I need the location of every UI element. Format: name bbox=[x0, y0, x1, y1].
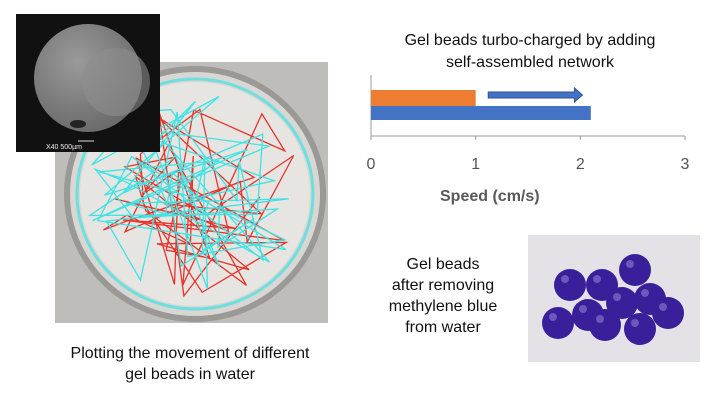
x-tick-label: 0 bbox=[367, 156, 376, 173]
chart-title-line: Gel beads turbo-charged by adding bbox=[404, 32, 656, 49]
left-caption: Plotting the movement of different gel b… bbox=[30, 343, 350, 385]
speed-increase-arrow bbox=[487, 86, 584, 104]
gel-bead bbox=[589, 309, 621, 341]
right-caption-line: after removing bbox=[391, 277, 495, 294]
sem-micrograph: X40 500µm bbox=[16, 14, 160, 152]
x-tick-label: 3 bbox=[681, 156, 690, 173]
left-caption-line: gel beads in water bbox=[125, 366, 255, 383]
chart-title-line: self-assembled network bbox=[445, 54, 615, 71]
right-caption: Gel beads after removing methylene blue … bbox=[368, 254, 518, 338]
left-caption-line: Plotting the movement of different bbox=[70, 345, 310, 362]
gel-bead bbox=[624, 313, 656, 345]
gel-bead bbox=[619, 254, 651, 286]
right-caption-line: from water bbox=[405, 319, 481, 336]
x-tick-label: 1 bbox=[471, 156, 480, 173]
bar-orange bbox=[371, 90, 476, 106]
cyan-bead-trajectory bbox=[87, 95, 289, 289]
gel-bead bbox=[554, 269, 586, 301]
bar-blue bbox=[371, 106, 591, 120]
right-caption-line: Gel beads bbox=[406, 256, 480, 273]
x-axis-label: Speed (cm/s) bbox=[440, 188, 540, 205]
chart-title: Gel beads turbo-charged by adding self-a… bbox=[380, 30, 680, 74]
gel-bead bbox=[542, 307, 574, 339]
gel-bead bbox=[652, 297, 684, 329]
gel-beads-photo bbox=[528, 235, 700, 362]
red-bead-trajectory bbox=[102, 108, 295, 298]
speed-bar-chart: 0 1 2 3 bbox=[367, 75, 690, 173]
sem-scale-label: X40 500µm bbox=[46, 144, 82, 151]
right-caption-line: methylene blue bbox=[388, 298, 498, 315]
x-tick-label: 2 bbox=[576, 156, 585, 173]
